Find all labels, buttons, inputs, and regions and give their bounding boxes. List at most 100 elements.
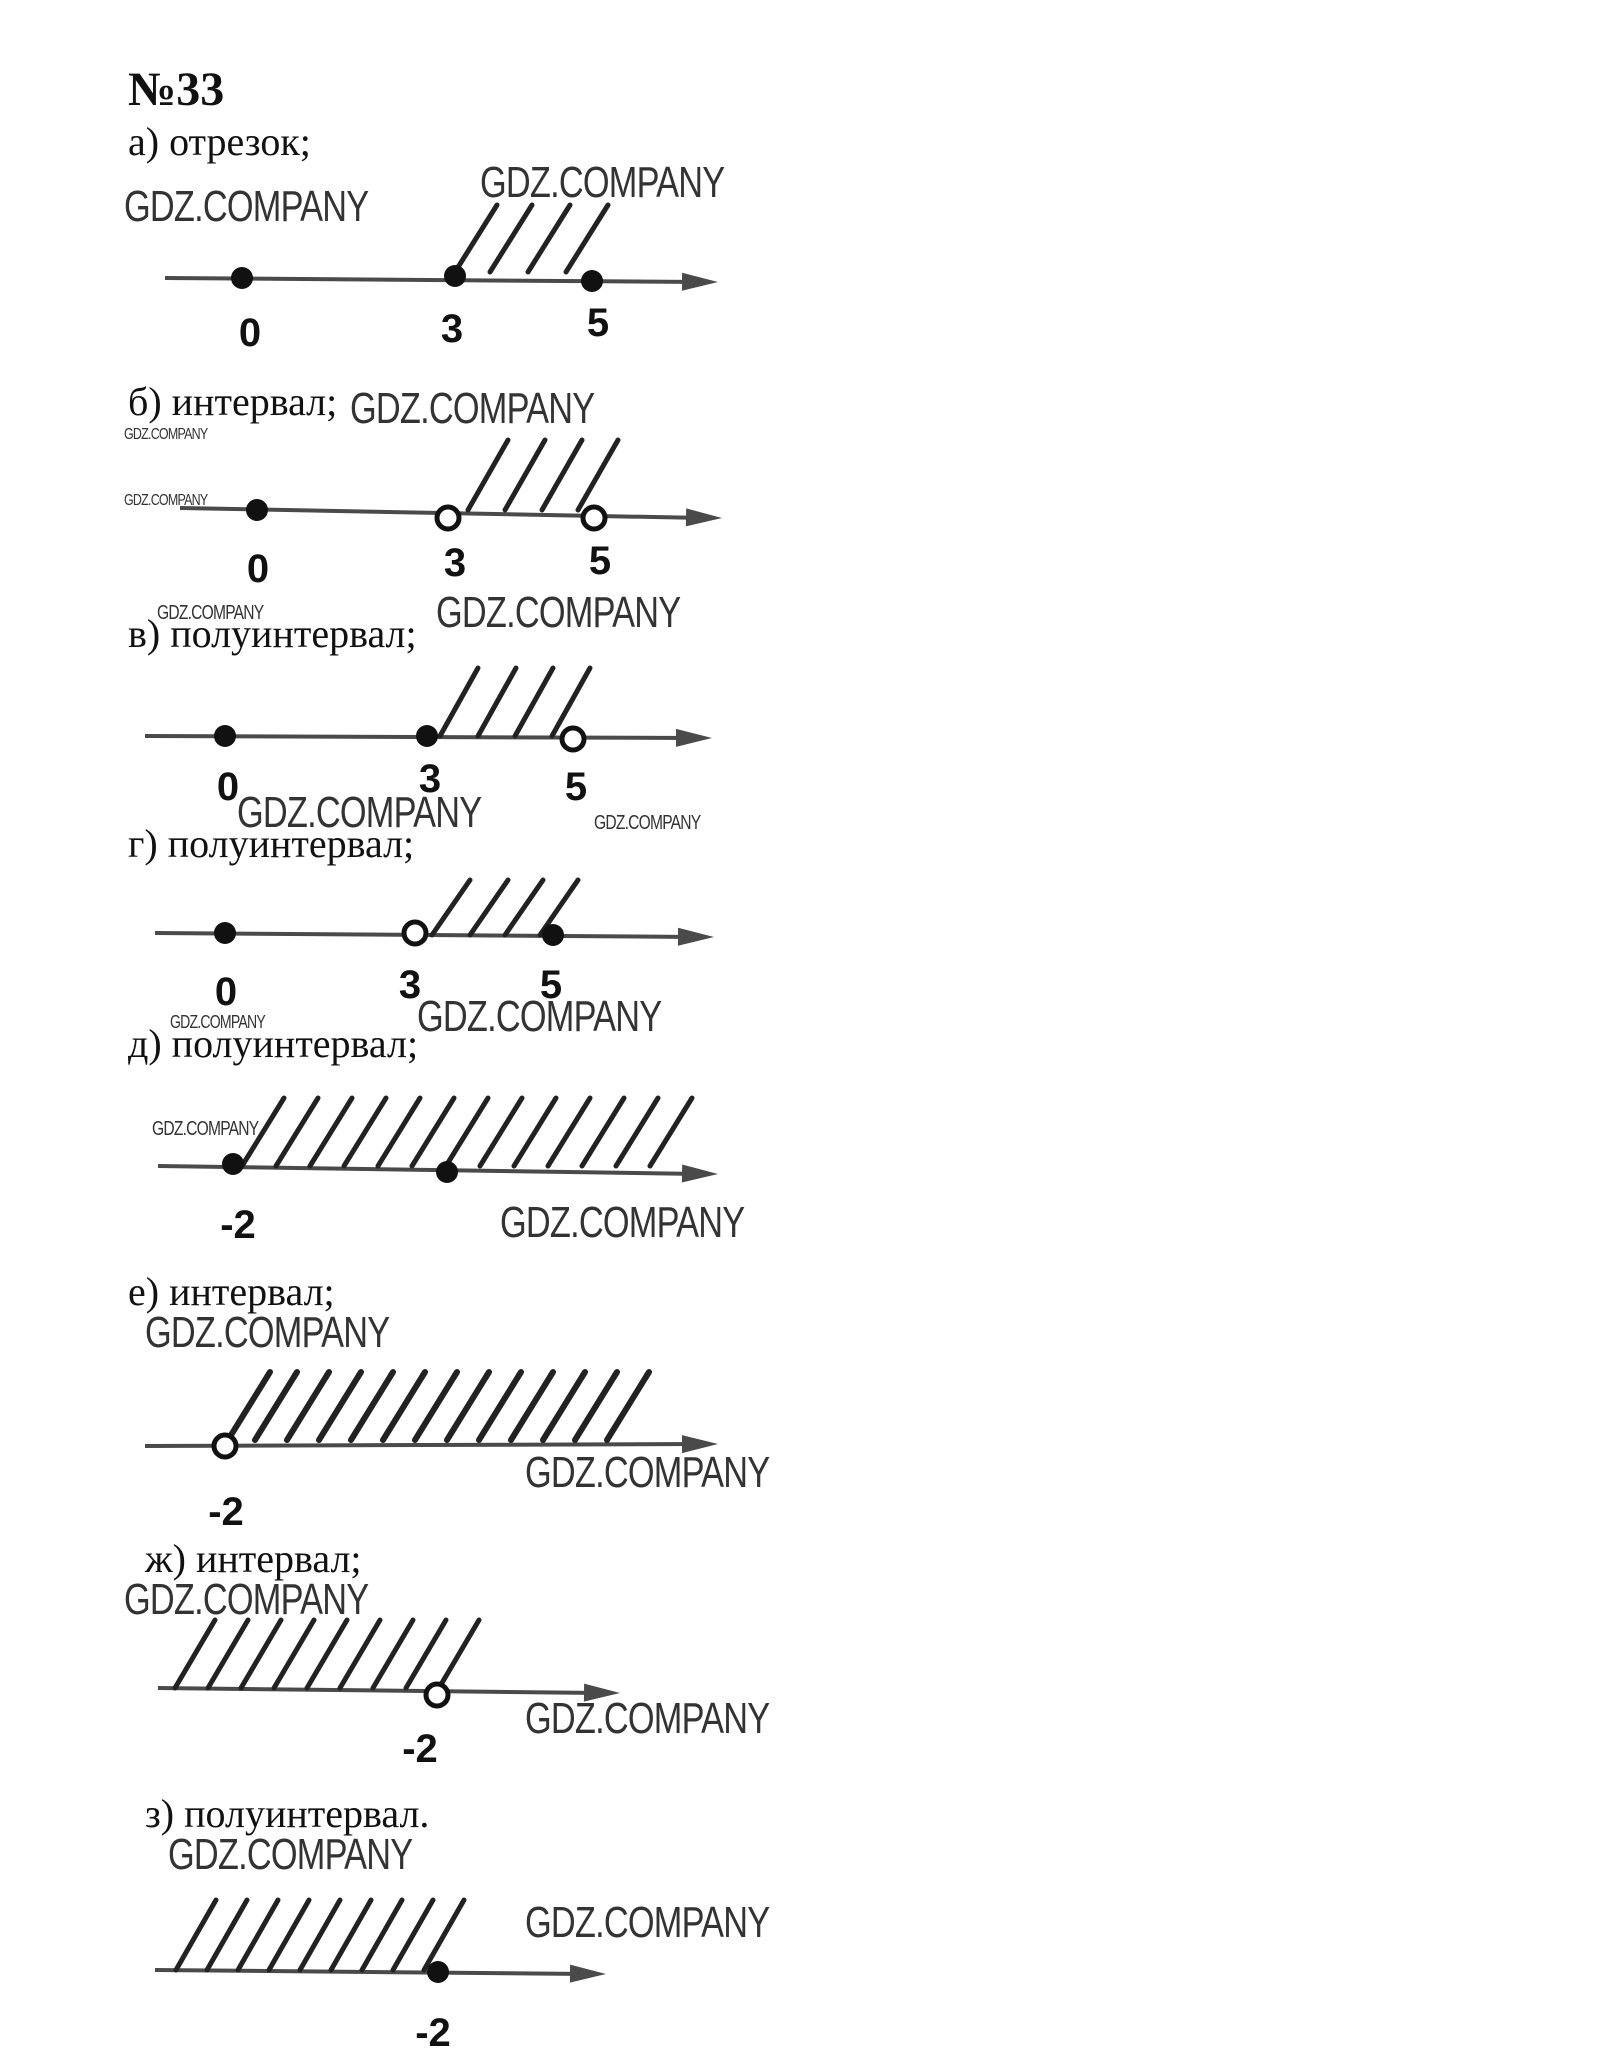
watermark: GDZ.COMPANY xyxy=(124,182,369,231)
task-v-0-tick-label: 0 xyxy=(217,765,239,809)
task-b-hatch-stroke xyxy=(465,437,511,513)
task-zh-hatch-stroke xyxy=(172,1617,218,1691)
task-v-hatch-stroke xyxy=(437,665,481,739)
task-e-hatch-stroke xyxy=(348,1369,396,1443)
task-g-hatch-stroke xyxy=(429,877,473,938)
task-zh-hatch-stroke xyxy=(238,1617,284,1691)
task-z-hatch-stroke xyxy=(235,1897,281,1973)
task-d-hatch-stroke xyxy=(477,1095,525,1169)
task-z-hatch-stroke xyxy=(359,1897,405,1973)
task-g-5-filled-point xyxy=(542,924,564,946)
task-a-hatch-stroke xyxy=(525,202,573,275)
task-e-hatch-stroke xyxy=(412,1369,460,1443)
watermark: GDZ.COMPANY xyxy=(525,1898,770,1947)
task-g-label: г) полуинтервал; xyxy=(128,821,415,866)
task-z-axis xyxy=(154,1968,589,1976)
task-a-5-tick-label: 5 xyxy=(587,301,609,345)
task-d-hatch-stroke xyxy=(341,1095,389,1169)
task-v-hatch-stroke xyxy=(549,665,593,739)
watermark: GDZ.COMPANY xyxy=(594,812,701,834)
problem-number: №33 xyxy=(128,63,225,116)
watermark: GDZ.COMPANY xyxy=(124,492,208,509)
task-e-hatch-stroke xyxy=(316,1369,364,1443)
task-zh-hatch-stroke xyxy=(436,1617,482,1691)
watermark: GDZ.COMPANY xyxy=(124,426,208,443)
task-e-label: е) интервал; xyxy=(128,1269,335,1314)
watermark: GDZ.COMPANY xyxy=(500,1198,745,1247)
task-g-3-tick-label: 3 xyxy=(399,963,421,1007)
task-z-hatch-stroke xyxy=(390,1897,436,1973)
task-zh-m2-tick-label: -2 xyxy=(402,1727,438,1771)
task-zh-label: ж) интервал; xyxy=(145,1536,362,1581)
task-b-0-tick-label: 0 xyxy=(247,547,269,591)
task-zh-m2-open-point xyxy=(423,1681,451,1709)
task-d-hatch-stroke xyxy=(443,1095,491,1169)
task-a-axis xyxy=(164,276,701,284)
watermark: GDZ.COMPANY xyxy=(145,1308,390,1357)
task-z-m2-filled-point xyxy=(427,1961,449,1983)
task-v-5-open-point xyxy=(559,725,587,753)
task-e-hatch-stroke xyxy=(604,1369,652,1443)
task-d-m2-filled-point xyxy=(222,1153,244,1175)
task-e-hatch-stroke xyxy=(284,1369,332,1443)
task-z-label: з) полуинтервал. xyxy=(145,1791,430,1836)
task-d-hatch-stroke xyxy=(409,1095,457,1169)
task-e-hatch-stroke xyxy=(540,1369,588,1443)
task-b-3-tick-label: 3 xyxy=(444,541,466,585)
watermark: GDZ.COMPANY xyxy=(525,1448,770,1497)
watermark: GDZ.COMPANY xyxy=(237,788,482,837)
task-zh-hatch-stroke xyxy=(205,1617,251,1691)
task-g-hatch-stroke xyxy=(502,877,546,938)
watermark: GDZ.COMPANY xyxy=(436,588,681,637)
task-d-hatch-stroke xyxy=(307,1095,355,1169)
task-z-hatch-stroke xyxy=(173,1897,219,1973)
task-a-hatch-stroke xyxy=(487,202,535,275)
task-g-hatch-stroke xyxy=(467,877,511,938)
task-z-hatch-stroke xyxy=(421,1897,467,1973)
task-e-hatch-stroke xyxy=(444,1369,492,1443)
task-d-arrow xyxy=(681,1164,718,1183)
task-d-m2-tick-label: -2 xyxy=(220,1203,256,1247)
task-z-hatch-stroke xyxy=(297,1897,343,1973)
task-zh-hatch-stroke xyxy=(403,1617,449,1691)
task-d-axis xyxy=(157,1164,701,1176)
task-e-m2-tick-label: -2 xyxy=(208,1490,244,1534)
task-zh-hatch-stroke xyxy=(304,1617,350,1691)
task-b-hatch-stroke xyxy=(575,437,621,513)
task-a-hatch-stroke xyxy=(563,202,611,275)
task-zh-hatch-stroke xyxy=(337,1617,383,1691)
task-b-hatch-stroke xyxy=(539,437,585,513)
task-d-hatch-stroke xyxy=(647,1095,695,1169)
task-b-arrow xyxy=(685,508,722,527)
watermark: GDZ.COMPANY xyxy=(525,1694,770,1743)
task-z-hatch-stroke xyxy=(266,1897,312,1973)
task-b-0-filled-point xyxy=(246,499,268,521)
task-v-label: в) полуинтервал; xyxy=(128,611,417,656)
task-d-mid-filled-point xyxy=(436,1161,458,1183)
task-a-0-filled-point xyxy=(231,267,253,289)
task-zh-arrow xyxy=(583,1683,620,1702)
task-zh-axis xyxy=(157,1686,603,1695)
task-g-0-tick-label: 0 xyxy=(215,970,237,1014)
task-v-5-tick-label: 5 xyxy=(565,765,587,809)
task-d-hatch-stroke xyxy=(375,1095,423,1169)
task-g-arrow xyxy=(677,927,714,946)
task-v-hatch-stroke xyxy=(475,665,519,739)
task-d-hatch-stroke xyxy=(511,1095,559,1169)
task-a-3-filled-point xyxy=(444,265,466,287)
task-zh-hatch-stroke xyxy=(370,1617,416,1691)
task-v-0-filled-point xyxy=(214,725,236,747)
task-b-3-open-point xyxy=(434,504,462,532)
task-v-3-filled-point xyxy=(416,725,438,747)
task-d-hatch-stroke xyxy=(239,1095,287,1169)
task-a-3-tick-label: 3 xyxy=(441,307,463,351)
task-e-m2-open-point xyxy=(211,1432,239,1460)
task-e-hatch-stroke xyxy=(572,1369,620,1443)
watermark: GDZ.COMPANY xyxy=(350,384,595,433)
task-d-label: д) полуинтервал; xyxy=(128,1021,419,1066)
watermark: GDZ.COMPANY xyxy=(417,992,662,1041)
task-a-label: а) отрезок; xyxy=(128,119,311,164)
task-b-5-open-point xyxy=(580,504,608,532)
task-v-hatch-stroke xyxy=(512,665,556,739)
